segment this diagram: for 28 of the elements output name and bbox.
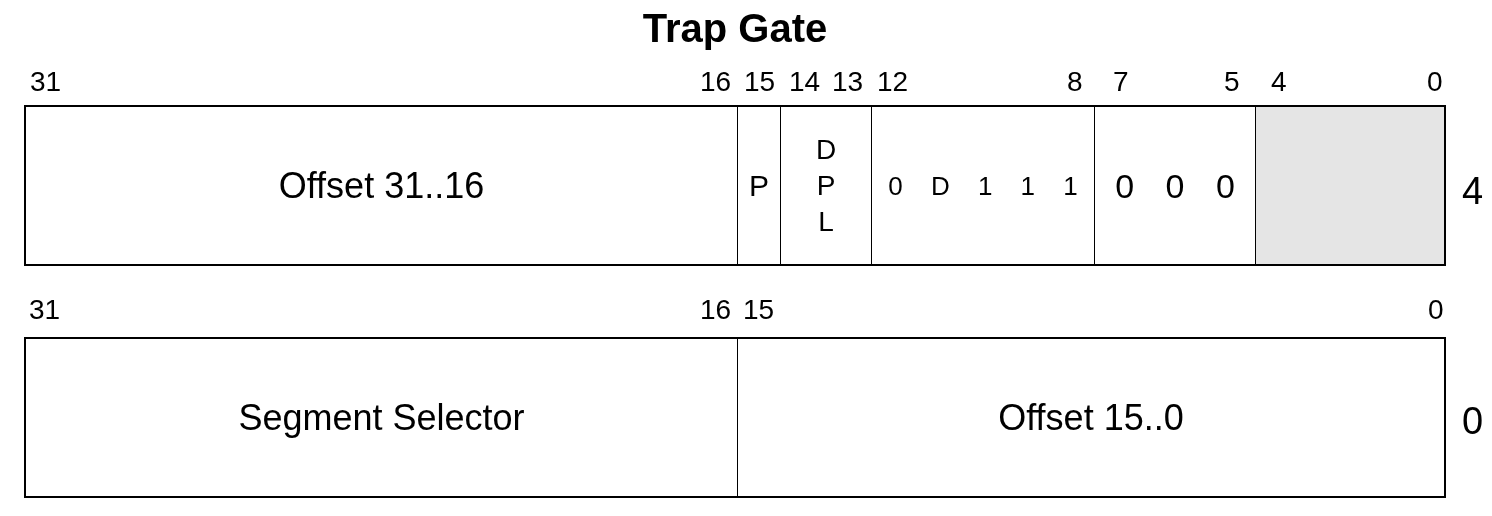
register-row [24, 105, 1446, 266]
field-label: P [749, 170, 769, 201]
bit-number: 4 [1271, 68, 1287, 96]
bit-number: 16 [700, 296, 732, 324]
diagram-title: Trap Gate [642, 8, 828, 48]
field-label: Segment Selector [238, 399, 525, 436]
bit-number: 16 [700, 68, 732, 96]
field-label: D P L [814, 132, 838, 239]
bit-number: 12 [877, 68, 909, 96]
bit-number: 13 [832, 68, 864, 96]
bit-number: 15 [743, 296, 775, 324]
bit-number: 0 [1428, 296, 1444, 324]
byte-offset-label: 0 [1462, 402, 1484, 440]
bit-number: 5 [1224, 68, 1240, 96]
shaded-field [1255, 107, 1444, 264]
bit-number: 7 [1113, 68, 1129, 96]
bit-number: 31 [29, 296, 61, 324]
field-label: Offset 15..0 [998, 399, 1184, 436]
field-label: 0 D 1 1 1 [888, 172, 1078, 199]
field-label: 0 0 0 [1115, 168, 1235, 203]
bit-number: 8 [1067, 68, 1083, 96]
byte-offset-label: 4 [1462, 172, 1484, 210]
bit-number: 0 [1427, 68, 1443, 96]
bit-number: 15 [744, 68, 776, 96]
register-row [24, 337, 1446, 498]
bit-number: 14 [789, 68, 821, 96]
bit-number: 31 [30, 68, 62, 96]
field-label: Offset 31..16 [278, 167, 485, 204]
